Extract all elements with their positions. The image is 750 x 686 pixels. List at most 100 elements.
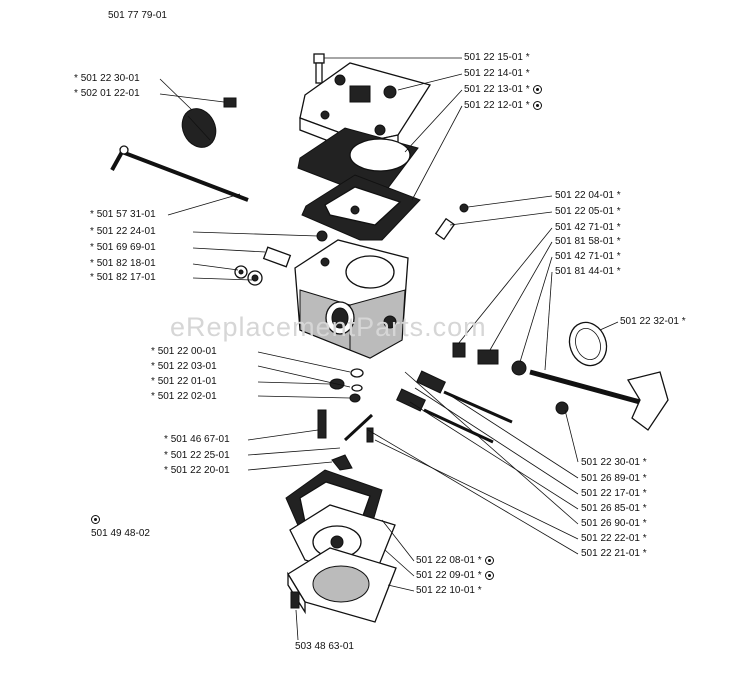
callout-left-top-1[interactable]: * 501 22 30-01: [74, 73, 140, 85]
callout-right-disc[interactable]: 501 22 32-01 *: [620, 316, 686, 328]
callout-right-mid-2[interactable]: 501 22 05-01 *: [555, 206, 621, 218]
callout-left-lower-2[interactable]: * 501 22 03-01: [151, 361, 217, 373]
part-number: 501 22 00-01: [157, 346, 217, 357]
availability-mark: *: [90, 258, 94, 269]
part-number: 501 22 04-01: [555, 190, 614, 201]
availability-mark: *: [151, 376, 155, 387]
callout-right-lower-5[interactable]: 501 26 90-01 *: [581, 518, 647, 530]
availability-mark: *: [90, 272, 94, 283]
availability-mark: *: [642, 503, 647, 514]
part-number: 501 22 32-01: [620, 316, 679, 327]
callout-left-mid-2[interactable]: * 501 22 24-01: [90, 226, 156, 238]
callout-left-top-2[interactable]: * 502 01 22-01: [74, 88, 140, 100]
legend-symbol: [91, 514, 100, 526]
part-number: 501 22 24-01: [96, 226, 156, 237]
availability-mark: *: [477, 570, 482, 581]
part-number: 501 22 01-01: [157, 376, 217, 387]
availability-mark: *: [525, 84, 530, 95]
metering-cover: [287, 547, 397, 623]
availability-mark: *: [90, 226, 94, 237]
availability-mark: *: [616, 266, 621, 277]
callout-right-mid-6[interactable]: 501 81 44-01 *: [555, 266, 621, 278]
callout-left-lower-1[interactable]: * 501 22 00-01: [151, 346, 217, 358]
availability-mark: *: [642, 488, 647, 499]
callout-top-right-4[interactable]: 501 22 12-01 *: [464, 100, 542, 112]
carburetor-body: [294, 239, 409, 359]
callout-right-mid-5[interactable]: 501 42 71-01 *: [555, 251, 621, 263]
availability-mark: *: [642, 473, 647, 484]
availability-mark: *: [164, 434, 168, 445]
availability-mark: *: [164, 465, 168, 476]
part-number: 501 82 18-01: [96, 258, 156, 269]
callout-left-mid-1[interactable]: * 501 57 31-01: [90, 209, 156, 221]
callout-bottom-center-1[interactable]: 501 22 08-01 *: [416, 555, 494, 567]
callout-bottom-center-3[interactable]: 501 22 10-01 *: [416, 585, 482, 597]
part-number: 501 22 30-01: [80, 73, 140, 84]
callout-right-lower-6[interactable]: 501 22 22-01 *: [581, 533, 647, 545]
needle-springs: [434, 203, 527, 376]
availability-mark: *: [616, 236, 621, 247]
callout-left-bottom-1[interactable]: * 501 46 67-01: [164, 434, 230, 446]
part-number: 501 26 85-01: [581, 503, 640, 514]
leader-lines: [159, 57, 619, 641]
availability-mark: *: [151, 346, 155, 357]
part-number: 502 01 22-01: [80, 88, 140, 99]
part-number: 501 22 08-01: [416, 555, 475, 566]
availability-mark: *: [74, 88, 78, 99]
callout-top-right-1[interactable]: 501 22 15-01 *: [464, 52, 530, 64]
left-small-parts: [234, 230, 328, 286]
availability-mark: *: [642, 457, 647, 468]
callout-bottom-left[interactable]: 503 48 63-01: [295, 641, 354, 652]
availability-mark: *: [151, 391, 155, 402]
part-number: 501 22 30-01: [581, 457, 640, 468]
availability-mark: *: [74, 73, 78, 84]
callout-left-bottom-2[interactable]: * 501 22 25-01: [164, 450, 230, 462]
callout-right-lower-2[interactable]: 501 26 89-01 *: [581, 473, 647, 485]
cover-screw: [290, 591, 300, 609]
choke-shaft: [529, 369, 669, 431]
part-number: 501 22 03-01: [157, 361, 217, 372]
kit-symbol-icon: [484, 555, 494, 565]
part-number: 501 22 21-01: [581, 548, 640, 559]
availability-mark: *: [90, 209, 94, 220]
availability-mark: *: [642, 533, 647, 544]
top-screw: [313, 53, 325, 84]
availability-mark: *: [642, 548, 647, 559]
part-number: 501 22 20-01: [170, 465, 230, 476]
legend-kit-number[interactable]: 501 49 48-02: [91, 528, 150, 539]
inlet-needle-parts: [317, 409, 374, 471]
availability-mark: *: [477, 555, 482, 566]
callout-left-lower-3[interactable]: * 501 22 01-01: [151, 376, 217, 388]
availability-mark: *: [477, 585, 482, 596]
callout-right-mid-4[interactable]: 501 81 58-01 *: [555, 236, 621, 248]
part-number: 501 22 25-01: [170, 450, 230, 461]
availability-mark: *: [151, 361, 155, 372]
callout-right-mid-1[interactable]: 501 22 04-01 *: [555, 190, 621, 202]
callout-left-mid-4[interactable]: * 501 82 18-01: [90, 258, 156, 270]
callout-left-mid-3[interactable]: * 501 69 69-01: [90, 242, 156, 254]
callout-right-lower-1[interactable]: 501 22 30-01 *: [581, 457, 647, 469]
callout-left-mid-5[interactable]: * 501 82 17-01: [90, 272, 156, 284]
kit-symbol-icon: [532, 84, 542, 94]
callout-right-mid-3[interactable]: 501 42 71-01 *: [555, 222, 621, 234]
callout-bottom-center-2[interactable]: 501 22 09-01 *: [416, 570, 494, 582]
availability-mark: *: [164, 450, 168, 461]
callout-left-bottom-3[interactable]: * 501 22 20-01: [164, 465, 230, 477]
availability-mark: *: [616, 222, 621, 233]
availability-mark: *: [616, 206, 621, 217]
callout-left-lower-4[interactable]: * 501 22 02-01: [151, 391, 217, 403]
part-number: 501 42 71-01: [555, 222, 614, 233]
callout-right-lower-4[interactable]: 501 26 85-01 *: [581, 503, 647, 515]
callout-top-right-2[interactable]: 501 22 14-01 *: [464, 68, 530, 80]
part-number: 501 26 90-01: [581, 518, 640, 529]
part-number: 501 22 02-01: [157, 391, 217, 402]
callout-right-lower-3[interactable]: 501 22 17-01 *: [581, 488, 647, 500]
availability-mark: *: [616, 251, 621, 262]
callout-right-lower-7[interactable]: 501 22 21-01 *: [581, 548, 647, 560]
part-number: 501 22 09-01: [416, 570, 475, 581]
part-number: 501 82 17-01: [96, 272, 156, 283]
callout-top-right-3[interactable]: 501 22 13-01 *: [464, 84, 542, 96]
kit-symbol-icon: [484, 570, 494, 580]
throttle-valve-disc: [181, 97, 237, 148]
